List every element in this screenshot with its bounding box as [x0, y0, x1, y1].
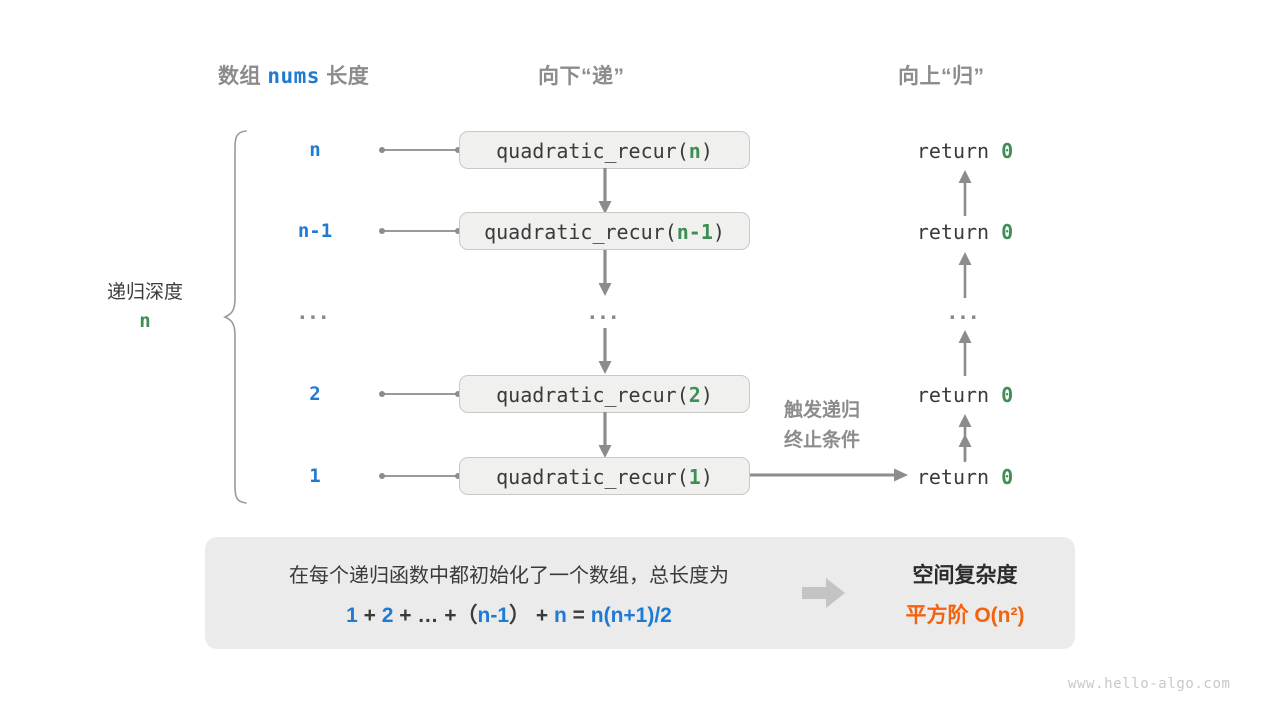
header-array-suffix: 长度 — [319, 65, 370, 88]
recursion-depth-value: n — [139, 310, 151, 333]
row-size-2-ellipsis: ... — [298, 298, 331, 325]
ascend-arrow-2 — [956, 328, 974, 376]
return-0-value: 0 — [1001, 139, 1014, 163]
fn-box-3-name: quadratic_recur — [496, 383, 677, 407]
formula-term-4: n — [553, 604, 567, 627]
ascend-arrow-1 — [956, 250, 974, 298]
row-size-1: n-1 — [297, 220, 333, 242]
fn-box-1-arg: n-1 — [676, 220, 713, 244]
summary-panel: 在每个递归函数中都初始化了一个数组，总长度为 1 + 2 + … +（n-1） … — [205, 537, 1075, 649]
return-4-keyword: return — [916, 465, 1002, 489]
formula-equals: = — [572, 604, 585, 627]
row-size-4: 1 — [309, 465, 321, 487]
return-1-value: 0 — [1001, 220, 1014, 244]
connector-1 — [378, 224, 462, 238]
recursion-depth-title: 递归深度 — [106, 282, 183, 303]
formula-op-4: + — [535, 604, 549, 627]
connector-0 — [378, 143, 462, 157]
formula-ellipsis: … — [417, 604, 439, 627]
formula-op-3: + — [444, 604, 457, 627]
formula-op-1: + — [363, 604, 376, 627]
fn-box-3[interactable]: quadratic_recur(2) — [459, 375, 750, 413]
return-ellipsis: ... — [948, 298, 981, 325]
row-size-0: n — [309, 139, 321, 161]
header-array-length: 数组 nums 长度 — [218, 60, 369, 90]
descend-arrow-0 — [596, 168, 614, 216]
summary-complexity: 平方阶 O(n²) — [905, 604, 1025, 627]
descend-arrow-2 — [596, 328, 614, 376]
header-ascend: 向上“归” — [898, 65, 985, 88]
return-3: return 0 — [885, 383, 1045, 407]
fn-box-4-arg: 1 — [688, 465, 701, 489]
row-size-3: 2 — [309, 383, 321, 405]
return-4: return 0 — [885, 465, 1045, 489]
descend-arrow-1 — [596, 250, 614, 298]
connector-3 — [378, 387, 462, 401]
fn-box-4-name: quadratic_recur — [496, 465, 677, 489]
formula-term-1: 1 — [346, 604, 358, 627]
return-1: return 0 — [885, 220, 1045, 244]
watermark: www.hello-algo.com — [1068, 676, 1231, 692]
header-array-nums: nums — [267, 64, 320, 88]
return-3-keyword: return — [916, 383, 1002, 407]
summary-formula: 1 + 2 + … +（n-1） + n = n(n+1)/2 — [229, 599, 789, 629]
header-array-prefix: 数组 — [218, 65, 268, 88]
fn-box-0[interactable]: quadratic_recur(n) — [459, 131, 750, 169]
return-1-keyword: return — [916, 220, 1002, 244]
summary-arrow-icon — [800, 575, 848, 611]
summary-text: 在每个递归函数中都初始化了一个数组，总长度为 — [289, 565, 729, 587]
descend-arrow-3 — [596, 412, 614, 460]
formula-term-2: 2 — [381, 604, 394, 627]
return-4-value: 0 — [1001, 465, 1014, 489]
fn-ellipsis: ... — [588, 298, 621, 325]
formula-term-3: n-1 — [477, 604, 510, 627]
fn-box-3-arg: 2 — [688, 383, 701, 407]
header-descend: 向下“递” — [538, 65, 625, 88]
depth-brace — [222, 128, 252, 506]
recursion-depth-label: 递归深度 n — [80, 278, 210, 337]
termination-note: 触发递归 终止条件 — [762, 396, 882, 457]
ascend-arrow-4 — [956, 432, 974, 462]
return-0: return 0 — [885, 139, 1045, 163]
formula-result: n(n+1)/2 — [590, 604, 672, 627]
fn-box-0-arg: n — [688, 139, 701, 163]
base-case-arrow — [750, 466, 910, 484]
return-0-keyword: return — [916, 139, 1002, 163]
fn-box-4[interactable]: quadratic_recur(1) — [459, 457, 750, 495]
return-3-value: 0 — [1001, 383, 1014, 407]
termination-note-line2: 终止条件 — [783, 430, 860, 452]
summary-title: 空间复杂度 — [912, 564, 1018, 587]
ascend-arrow-0 — [956, 168, 974, 216]
connector-4 — [378, 469, 462, 483]
formula-op-2: + — [399, 604, 412, 627]
formula-lparen: （ — [456, 604, 478, 627]
fn-box-1[interactable]: quadratic_recur(n-1) — [459, 212, 750, 250]
termination-note-line1: 触发递归 — [783, 400, 860, 421]
formula-rparen: ） — [509, 604, 531, 627]
fn-box-0-name: quadratic_recur — [496, 139, 677, 163]
fn-box-1-name: quadratic_recur — [484, 220, 665, 244]
